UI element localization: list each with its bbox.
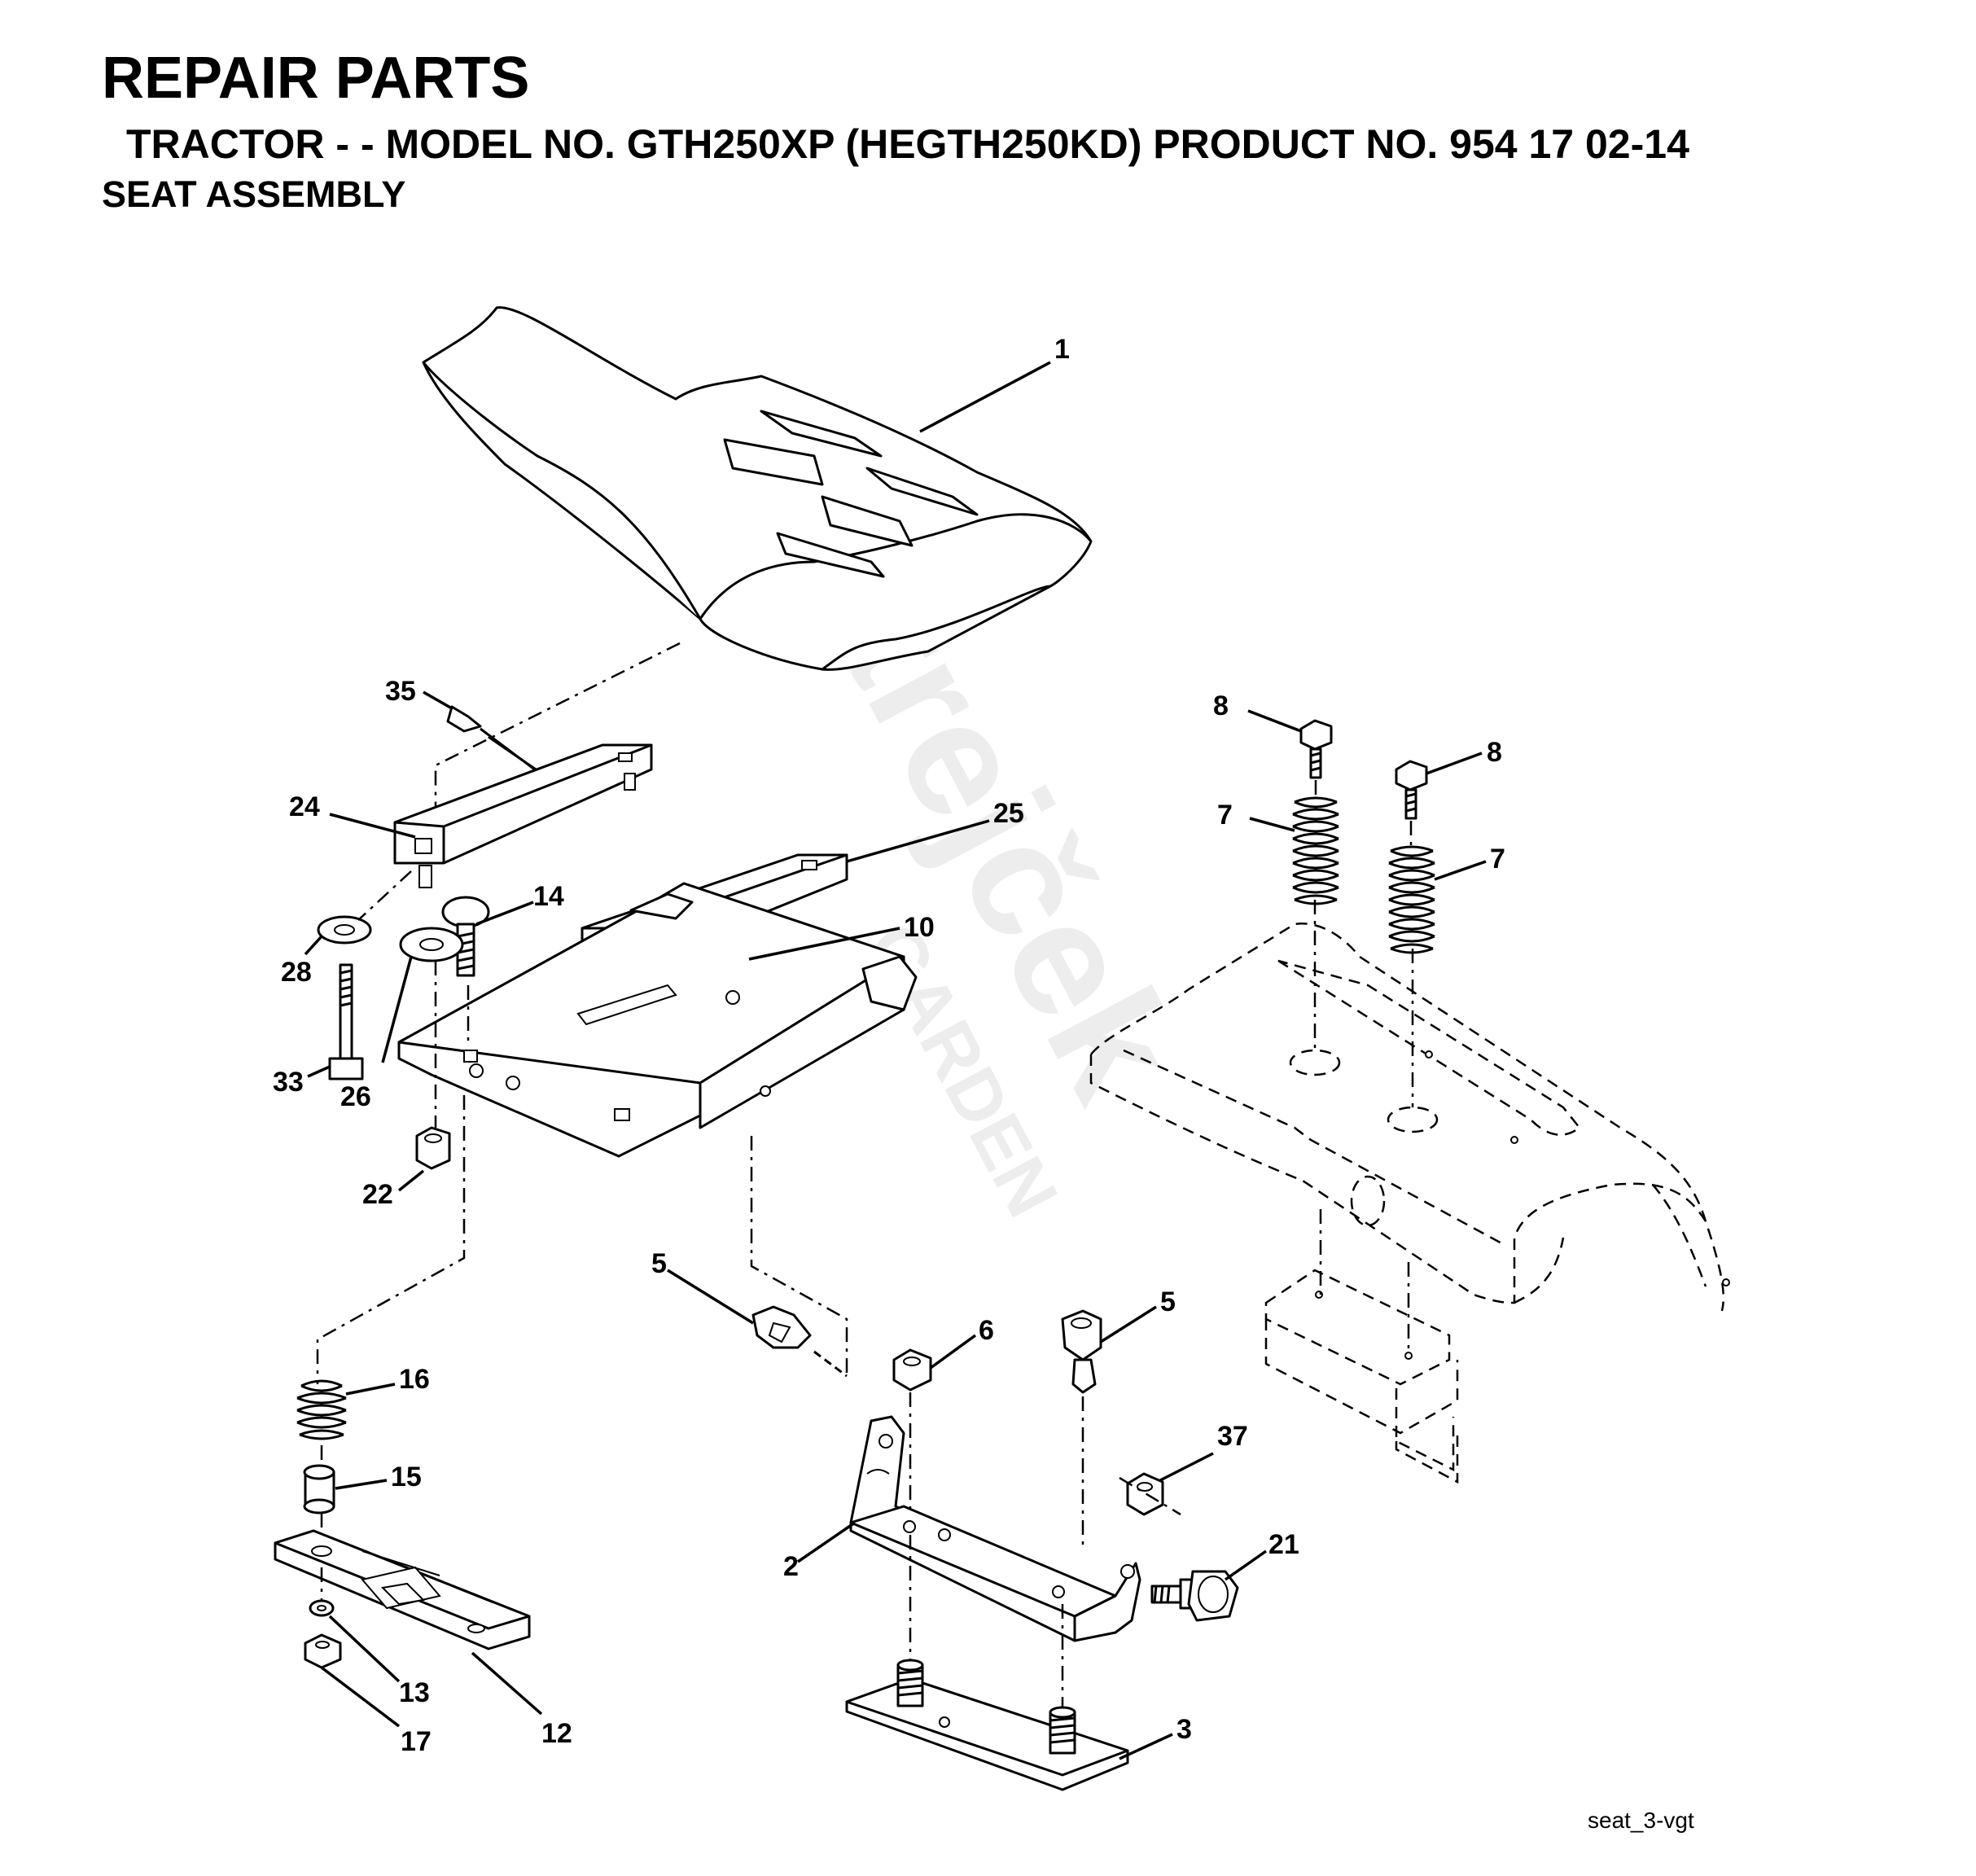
leader-8a <box>1247 709 1302 733</box>
leader-25 <box>846 819 990 863</box>
spring-part-7-right <box>1388 845 1435 954</box>
leader-14 <box>475 901 534 926</box>
spacer-part-15 <box>303 1464 335 1514</box>
callout-25: 25 <box>993 798 1024 829</box>
callout-22: 22 <box>362 1179 393 1210</box>
leader-12 <box>471 1651 543 1716</box>
leader-7b <box>1434 860 1487 881</box>
callout-1: 1 <box>1054 334 1070 365</box>
stud-left <box>896 1659 924 1707</box>
spring-part-7-left <box>1292 796 1339 905</box>
mounting-plate-part-3 <box>845 1659 1129 1791</box>
leader-22 <box>397 1169 425 1192</box>
alignment-line-pan-5 <box>750 1136 848 1376</box>
leader-26 <box>381 956 413 1063</box>
stud-right <box>1049 1706 1076 1755</box>
bolt-part-8-right <box>1395 760 1428 820</box>
callout-5b: 5 <box>1160 1286 1176 1317</box>
callout-7a: 7 <box>1217 800 1233 831</box>
shoulder-bolt-part-21 <box>1150 1570 1239 1622</box>
callout-13: 13 <box>399 1677 430 1708</box>
clip-part-5-right <box>1061 1309 1102 1394</box>
section-title: SEAT ASSEMBLY <box>102 173 406 215</box>
spring-part-16 <box>296 1379 347 1440</box>
fender-reference <box>1089 922 1730 1484</box>
nut-part-37 <box>1126 1472 1164 1516</box>
callout-14: 14 <box>533 881 564 912</box>
washer-part-28 <box>317 915 372 945</box>
leader-37 <box>1159 1452 1214 1482</box>
carriage-bolt-part-14 <box>441 896 490 977</box>
page-title: REPAIR PARTS <box>102 46 530 111</box>
leader-24 <box>329 813 416 839</box>
bolt-part-33 <box>328 963 364 1080</box>
alignment-line-24-28 <box>357 870 412 921</box>
leader-8b <box>1426 752 1483 775</box>
leader-21 <box>1224 1549 1268 1581</box>
callout-15: 15 <box>391 1462 422 1492</box>
pivot-bracket-part-2 <box>849 1415 1141 1642</box>
leader-5b <box>1100 1305 1157 1343</box>
callout-33: 33 <box>273 1067 304 1098</box>
leader-7a <box>1249 817 1295 832</box>
alignment-line-37 <box>1119 1476 1181 1516</box>
callout-12: 12 <box>541 1718 572 1749</box>
leader-35 <box>423 690 453 710</box>
callout-3: 3 <box>1176 1714 1192 1745</box>
callout-28: 28 <box>281 957 312 988</box>
flat-washer-part-26 <box>399 927 464 962</box>
leader-17 <box>320 1666 401 1728</box>
figure-id: seat_3-vgt <box>1588 1808 1694 1833</box>
alignment-line-seat <box>434 642 681 822</box>
page-header: REPAIR PARTS TRACTOR - - MODEL NO. GTH25… <box>102 49 1689 213</box>
callout-16: 16 <box>399 1364 430 1395</box>
callout-35: 35 <box>385 676 416 707</box>
callout-2: 2 <box>783 1551 799 1582</box>
callout-37: 37 <box>1217 1421 1248 1452</box>
leader-2 <box>797 1521 856 1563</box>
clip-part-5-left <box>751 1305 848 1378</box>
bolt-part-8-left <box>1299 719 1333 779</box>
seat-cushion-pads <box>723 410 979 578</box>
callout-17: 17 <box>401 1726 432 1757</box>
lock-washer-part-13 <box>309 1599 335 1617</box>
callout-6: 6 <box>979 1315 994 1346</box>
nut-part-6 <box>892 1348 932 1392</box>
nut-part-22 <box>415 1126 451 1170</box>
callout-8a: 8 <box>1213 690 1229 721</box>
leader-6 <box>929 1334 977 1370</box>
slide-plate-part-12 <box>274 1529 531 1650</box>
leader-15 <box>335 1479 388 1490</box>
leader-28 <box>304 935 323 956</box>
callout-10: 10 <box>904 912 935 943</box>
seat-part-1 <box>422 306 1093 671</box>
callout-8b: 8 <box>1487 737 1502 768</box>
leader-3 <box>1119 1733 1173 1760</box>
callout-26: 26 <box>340 1081 371 1112</box>
leader-1 <box>919 361 1051 433</box>
leader-16 <box>345 1383 396 1396</box>
callout-5a: 5 <box>651 1248 667 1279</box>
callout-7b: 7 <box>1490 844 1505 874</box>
leader-10 <box>748 927 900 961</box>
nut-part-17 <box>304 1633 342 1669</box>
model-subtitle: TRACTOR - - MODEL NO. GTH250XP (HEGTH250… <box>126 121 1689 167</box>
callout-24: 24 <box>289 791 320 822</box>
leader-13 <box>328 1615 401 1683</box>
alignment-line-pan-16 <box>316 1095 466 1384</box>
callout-21: 21 <box>1268 1529 1299 1560</box>
seat-rail-part-24 <box>393 743 653 888</box>
seat-pan-part-10 <box>397 882 918 1158</box>
leader-33 <box>307 1065 331 1078</box>
leader-5a <box>667 1269 754 1325</box>
